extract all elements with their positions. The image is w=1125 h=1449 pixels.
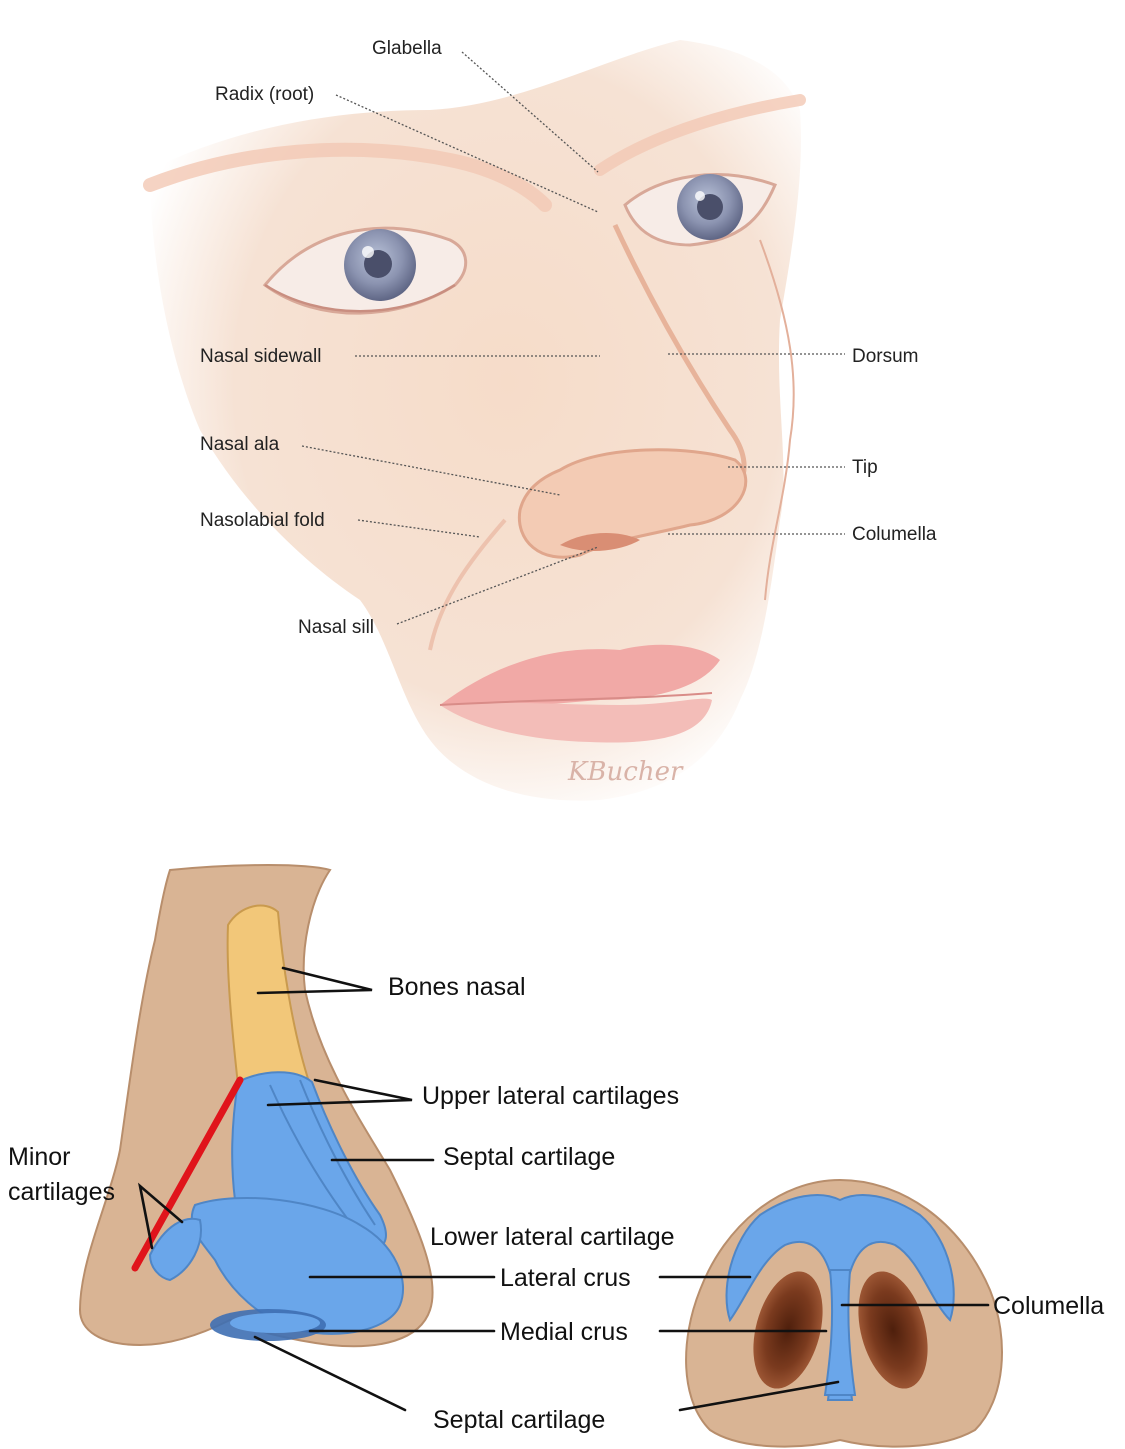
label-nasal-sill: Nasal sill [298, 617, 374, 638]
label-dorsum: Dorsum [852, 346, 919, 367]
label-medial-crus: Medial crus [500, 1318, 628, 1346]
label-upper-lateral-cartilages: Upper lateral cartilages [422, 1082, 679, 1110]
artist-signature: KBucher [567, 757, 684, 787]
label-radix: Radix (root) [215, 84, 314, 105]
label-bones-nasal: Bones nasal [388, 973, 526, 1001]
label-minor-line1: Minor [8, 1143, 71, 1171]
label-glabella: Glabella [372, 38, 442, 59]
label-septal-cartilage-lower: Septal cartilage [433, 1406, 605, 1434]
label-lower-lateral-cartilage: Lower lateral cartilage [430, 1223, 675, 1251]
face-illustration: KBucher [150, 40, 801, 801]
label-nasolabial-fold: Nasolabial fold [200, 510, 325, 531]
label-nasal-ala: Nasal ala [200, 434, 280, 455]
label-minor-line2: cartilages [8, 1178, 115, 1206]
label-nasal-sidewall: Nasal sidewall [200, 346, 321, 367]
label-lateral-crus: Lateral crus [500, 1264, 631, 1292]
label-columella-basal: Columella [993, 1292, 1104, 1320]
label-tip: Tip [852, 457, 878, 478]
label-columella-face: Columella [852, 524, 937, 545]
nose-profile-illustration [80, 865, 433, 1346]
nose-basal-illustration [686, 1180, 1002, 1447]
label-septal-cartilage-upper: Septal cartilage [443, 1143, 615, 1171]
